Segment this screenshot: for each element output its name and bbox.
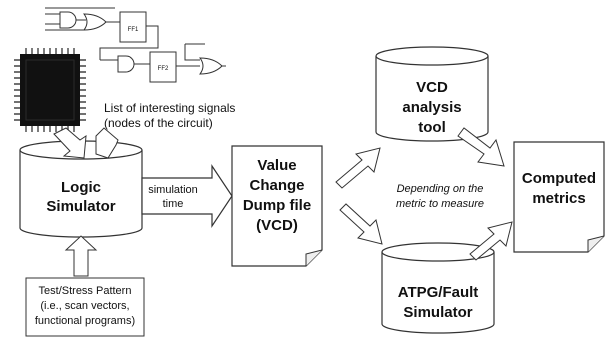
signals-note: List of interesting signals (nodes of th… xyxy=(104,101,235,130)
test-pattern-line-2: (i.e., scan vectors, xyxy=(40,300,129,312)
vcd-document-line-2: Change xyxy=(249,177,304,194)
vcd-document-line-4: (VCD) xyxy=(256,217,298,234)
and-gate-icon xyxy=(59,11,77,29)
chip-icon xyxy=(14,48,86,132)
signals-note-line-1: List of interesting signals xyxy=(104,101,235,115)
computed-metrics-document: Computed metrics xyxy=(513,141,605,253)
arrow-icon xyxy=(339,203,383,245)
simulation-time-arrow: simulation time xyxy=(141,164,233,228)
metric-note-line-1: Depending on the xyxy=(397,183,484,195)
simulation-arrow-line-1: simulation xyxy=(148,184,198,196)
vcd-tool-line-2: analysis xyxy=(402,99,461,116)
or-gate-icon xyxy=(199,57,223,75)
atpg-simulator-cylinder: ATPG/Fault Simulator xyxy=(381,242,495,334)
arrow-icon xyxy=(53,127,87,159)
vcd-tool-cylinder: VCD analysis tool xyxy=(375,46,489,142)
vcd-document-line-1: Value xyxy=(257,157,296,174)
vcd-document-line-3: Dump file xyxy=(243,197,311,214)
computed-metrics-line-2: metrics xyxy=(532,190,585,207)
signals-note-line-2: (nodes of the circuit) xyxy=(104,116,213,130)
metric-note: Depending on the metric to measure xyxy=(396,183,484,210)
or-gate-icon xyxy=(83,13,107,31)
arrow-icon xyxy=(95,127,119,159)
test-pattern-line-1: Test/Stress Pattern xyxy=(39,285,132,297)
atpg-simulator-line-2: Simulator xyxy=(403,304,472,321)
arrow-icon xyxy=(457,127,505,167)
test-pattern-box: Test/Stress Pattern (i.e., scan vectors,… xyxy=(25,277,145,337)
logic-simulator-line-2: Simulator xyxy=(46,198,115,215)
ff1-label: FF1 xyxy=(128,27,139,33)
arrow-icon xyxy=(469,221,513,261)
flip-flop-icon xyxy=(149,51,177,83)
atpg-simulator-line-1: ATPG/Fault xyxy=(398,284,479,301)
computed-metrics-line-1: Computed xyxy=(522,170,596,187)
simulation-arrow-line-2: time xyxy=(163,198,184,210)
flip-flop-icon xyxy=(119,11,147,43)
logic-simulator-line-1: Logic xyxy=(61,179,101,196)
circuit-schematic: FF1 FF2 xyxy=(45,7,226,83)
ff2-label: FF2 xyxy=(158,66,169,72)
metric-note-line-2: metric to measure xyxy=(396,198,484,210)
vcd-tool-line-1: VCD xyxy=(416,79,448,96)
test-pattern-line-3: functional programs) xyxy=(35,315,135,327)
and-gate-icon xyxy=(117,55,135,73)
arrow-icon xyxy=(335,147,381,189)
vcd-tool-line-3: tool xyxy=(418,119,446,136)
up-arrow-icon xyxy=(64,235,98,277)
vcd-document: Value Change Dump file (VCD) xyxy=(231,145,323,267)
